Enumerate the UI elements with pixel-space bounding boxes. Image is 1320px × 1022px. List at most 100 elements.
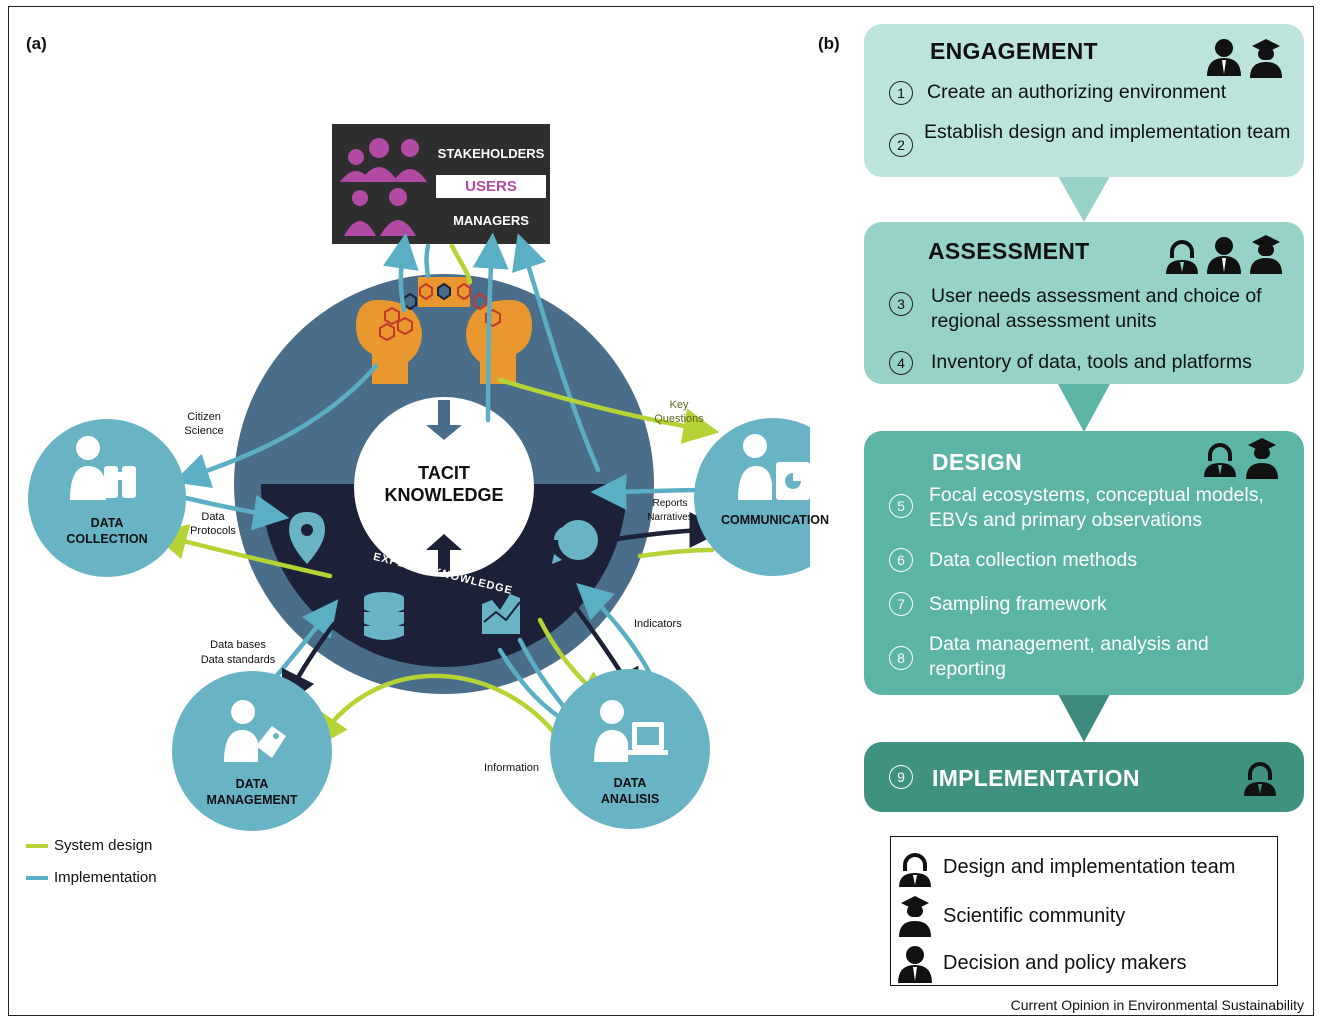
protocols-line-1: Data (201, 511, 225, 523)
step-3-number: 3 (889, 292, 913, 316)
up-arrow (426, 534, 462, 572)
legend-scientist-row: Scientific community (897, 895, 1125, 937)
legend-scientist-label: Scientific community (943, 904, 1126, 927)
scientist-icon (1250, 39, 1282, 78)
tacit-line-2: KNOWLEDGE (384, 485, 504, 505)
panel-a-label: (a) (26, 34, 47, 53)
step-5-text: Focal ecosystems, conceptual models, EBV… (929, 484, 1264, 531)
key-line-1: Key (669, 399, 689, 411)
data-management-line-2: MANAGEMENT (206, 793, 298, 807)
decision-maker-icon (1207, 237, 1241, 274)
step-1-text: Create an authorizing environment (927, 81, 1227, 103)
journal-credit: Current Opinion in Environmental Sustain… (1010, 997, 1304, 1013)
engagement-title: ENGAGEMENT (930, 38, 1098, 64)
legend-blue-line (26, 875, 48, 880)
arrow-3 (1058, 694, 1110, 742)
reports-line-1: Reports (652, 498, 688, 509)
data-analisis-label: DATA ANALISIS (570, 775, 690, 807)
chart-icon (482, 594, 521, 634)
communication-icon (738, 434, 810, 500)
step-3-text: User needs assessment and choice of regi… (931, 285, 1262, 332)
data-analisis-node (550, 669, 710, 829)
step-6-text: Data collection methods (929, 549, 1138, 571)
team-icon (1244, 762, 1276, 796)
legend-decision-row: Decision and policy makers (897, 943, 1186, 983)
step-2-text: Establish design and implementation team (924, 121, 1291, 143)
tacit-knowledge-circle (354, 397, 534, 577)
decision-maker-icon (1207, 39, 1241, 76)
step-8-number: 8 (889, 646, 913, 670)
stage-design: DESIGN 5 Focal ecosystems, conceptual mo… (864, 431, 1304, 695)
roles-legend: Design and implementation team Scientifi… (890, 836, 1278, 986)
citizen-line-2: Science (184, 425, 224, 437)
step-7-number: 7 (889, 592, 913, 616)
legend-decision-label: Decision and policy makers (943, 951, 1187, 974)
step-2-number: 2 (889, 133, 913, 157)
step-4-text: Inventory of data, tools and platforms (931, 351, 1252, 373)
step-7-text: Sampling framework (929, 593, 1107, 615)
citizen-line-1: Citizen (187, 411, 221, 423)
databases-line-2: Data standards (200, 654, 276, 666)
step-9-number: 9 (889, 765, 913, 789)
legend-system-design-label: System design (54, 837, 153, 854)
step-8-text: Data management, analysis and reporting (929, 633, 1209, 680)
reports-line-2: Narratives (647, 512, 693, 523)
step-5-number: 5 (889, 494, 913, 518)
key-questions-annotation: Key Questions (644, 398, 714, 426)
database-icon (362, 590, 406, 642)
reports-narratives-annotation: Reports Narratives (640, 497, 700, 525)
data-management-line-1: DATA (235, 777, 269, 791)
tacit-line-1: TACIT (418, 463, 470, 483)
knowledge-cycle-diagram (28, 124, 810, 831)
data-collection-icon (70, 436, 136, 500)
stakeholders-label: STAKEHOLDERS (437, 146, 545, 161)
engagement-icons (1206, 38, 1284, 78)
assessment-title: ASSESSMENT (928, 238, 1090, 264)
legend-system-design: System design (26, 837, 152, 854)
indicators-annotation: Indicators (634, 618, 682, 630)
managers-label: MANAGERS (453, 213, 529, 228)
step-1-number: 1 (889, 81, 913, 105)
assessment-icons (1164, 234, 1284, 274)
legend-implementation: Implementation (26, 869, 157, 886)
step-4-number: 4 (889, 351, 913, 375)
scientist-icon (1246, 438, 1278, 479)
information-annotation: Information (484, 762, 540, 774)
legend-team-row: Design and implementation team (897, 847, 1235, 887)
team-icon (1204, 443, 1236, 477)
data-analisis-icon (594, 700, 668, 762)
heads-icon (356, 277, 532, 384)
stage-engagement: ENGAGEMENT 1 Create an authorizing envir… (864, 24, 1304, 177)
design-title: DESIGN (932, 449, 1022, 475)
team-icon (1166, 240, 1198, 274)
protocols-line-2: Protocols (190, 525, 236, 537)
databases-annotation: Data bases Data standards (186, 638, 290, 668)
scientist-icon (1250, 235, 1282, 274)
data-management-label: DATA MANAGEMENT (192, 776, 312, 808)
implementation-title: IMPLEMENTATION (932, 765, 1140, 791)
data-protocols-annotation: Data Protocols (180, 510, 246, 538)
step-6-number: 6 (889, 548, 913, 572)
stage-implementation: 9 IMPLEMENTATION (864, 742, 1304, 812)
legend-team-label: Design and implementation team (943, 855, 1236, 878)
legend-green-line (26, 843, 48, 848)
data-management-icon (224, 700, 286, 762)
data-collection-line-2: COLLECTION (66, 532, 148, 546)
arrow-1 (1058, 176, 1110, 222)
figure-frame (8, 6, 1314, 1016)
data-collection-line-1: DATA (90, 516, 124, 530)
tacit-knowledge-label: TACIT KNOWLEDGE (364, 462, 524, 506)
databases-line-1: Data bases (210, 639, 266, 651)
communication-label: COMMUNICATION (720, 513, 830, 527)
panel-b-label: (b) (818, 34, 840, 53)
implementation-icons (1242, 756, 1278, 796)
decision-maker-icon (898, 946, 932, 983)
scientist-icon (899, 896, 931, 937)
location-pin-icon (289, 512, 325, 564)
data-analisis-line-1: DATA (613, 776, 647, 790)
stage-assessment: ASSESSMENT 3 User needs assessment and c… (864, 222, 1304, 384)
team-icon (899, 853, 931, 887)
down-arrow (426, 400, 462, 440)
arrow-2 (1058, 384, 1110, 432)
